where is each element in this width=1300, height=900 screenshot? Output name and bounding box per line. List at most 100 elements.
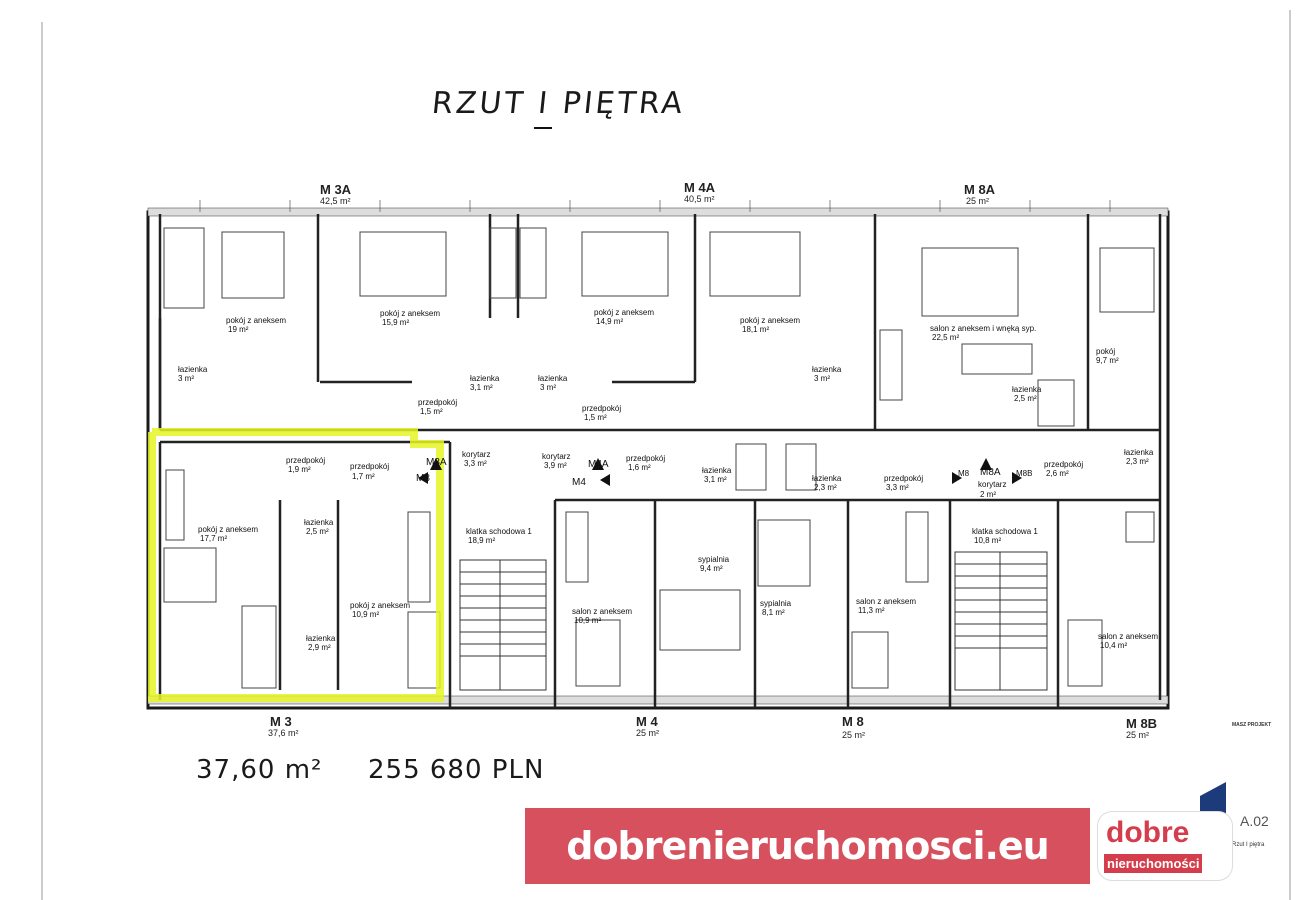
drawing-title-block: MASZ PROJEKT Rzut I piętra A.02 [1232,722,1290,882]
room-label: przedpokój [582,404,622,413]
room-area: 2,3 m² [814,483,837,492]
room-area: 1,6 m² [628,463,651,472]
room-area: 17,7 m² [200,534,228,543]
room-label: korytarz [542,452,571,461]
room-area: 2,9 m² [308,643,331,652]
room-label: łazienka [1012,385,1042,394]
room-label: łazienka [812,474,842,483]
room-label: klatka schodowa 1 [466,527,532,536]
entry-mark-m3: M3 [416,473,430,484]
unit-label-m8b: M 8B [1126,716,1158,731]
room-area: 3 m² [540,383,556,392]
room-label: salon z aneksem [856,597,917,606]
room-area: 2 m² [980,490,996,499]
room-area: 1,9 m² [288,465,311,474]
staircase-2 [954,551,1048,691]
room-label: przedpokój [350,462,390,471]
room-label: pokój z aneksem [198,525,259,534]
banner-url: dobrenieruchomosci.eu [566,824,1049,868]
room-label: przedpokój [884,474,924,483]
room-label: łazienka [178,365,208,374]
unit-label-m4: M 4 [636,714,658,729]
unit-area-m8a: 25 m² [966,196,990,206]
room-label: korytarz [462,450,491,459]
room-area: 2,6 m² [1046,469,1069,478]
room-area: 9,4 m² [700,564,723,573]
room-label: przedpokój [418,398,458,407]
interior-walls [158,214,1162,708]
room-area: 3,1 m² [704,475,727,484]
entry-mark-m8: M8 [958,469,970,478]
entry-mark-m4a: M4A [588,459,609,470]
unit-area-m8: 25 m² [842,730,866,740]
room-area: 1,5 m² [584,413,607,422]
room-label: sypialnia [760,599,792,608]
room-area: 2,5 m² [306,527,329,536]
room-label: klatka schodowa 1 [972,527,1038,536]
room-area: 14,9 m² [596,317,624,326]
room-label: salon z aneksem [572,607,633,616]
room-label: łazienka [306,634,336,643]
staircase-1 [459,559,547,691]
room-area: 10,4 m² [1100,641,1128,650]
unit-label-m8: M 8 [842,714,864,729]
entry-mark-m8b: M8B [1016,469,1033,478]
room-area: 10,8 m² [974,536,1002,545]
unit-label-m4a: M 4A [684,180,716,195]
room-area: 3,9 m² [544,461,567,470]
room-label: łazienka [702,466,732,475]
unit-area-m3: 37,6 m² [268,728,299,738]
room-label: salon z aneksem i wnęką syp. [930,324,1037,333]
title-block-sheet: A.02 [1240,813,1269,829]
room-label: łazienka [1124,448,1154,457]
agency-logo: dobre nieruchomości [1090,782,1240,887]
room-label: pokój z aneksem [380,309,441,318]
room-label: pokój z aneksem [226,316,287,325]
room-area: 22,5 m² [932,333,960,342]
title-block-office: MASZ PROJEKT [1232,722,1272,728]
room-area: 1,7 m² [352,472,375,481]
room-label: pokój z aneksem [740,316,801,325]
room-label: przedpokój [1044,460,1084,469]
room-area: 3 m² [814,374,830,383]
room-label: pokój [1096,347,1116,356]
room-label: przedpokój [286,456,326,465]
logo-word-nieruchomosci: nieruchomości [1104,854,1203,873]
room-label: pokój z aneksem [350,601,411,610]
room-label: łazienka [304,518,334,527]
room-area: 18,9 m² [468,536,496,545]
logo-word-dobre: dobre [1106,816,1190,849]
entry-mark-m3a: M3A [426,457,447,468]
room-area: 2,3 m² [1126,457,1149,466]
room-area: 19 m² [228,325,249,334]
room-area: 3,1 m² [470,383,493,392]
unit-area-m3a: 42,5 m² [320,196,351,206]
room-area: 10,9 m² [574,616,602,625]
room-label: przedpokój [626,454,666,463]
room-label: łazienka [538,374,568,383]
unit-label-m3: M 3 [270,714,292,729]
room-label: salon z aneksem [1098,632,1159,641]
room-area: 3,3 m² [464,459,487,468]
handwritten-area: 37,60 m² [196,755,323,785]
entry-arrows [418,458,1022,486]
room-area: 15,9 m² [382,318,410,327]
room-area: 9,7 m² [1096,356,1119,365]
entry-mark-m4: M4 [572,477,586,488]
room-label: pokój z aneksem [594,308,655,317]
unit-label-m3a: M 3A [320,182,352,197]
highlight-outline-m3 [148,428,444,702]
unit-label-m8a: M 8A [964,182,996,197]
room-label: łazienka [470,374,500,383]
room-area: 3 m² [178,374,194,383]
drawing-title: RZUT I PIĘTRA [430,86,687,121]
entry-mark-m8a: M8A [980,467,1001,478]
room-label: korytarz [978,480,1007,489]
title-block-drawing: Rzut I piętra [1232,842,1265,848]
room-area: 18,1 m² [742,325,770,334]
unit-area-m4a: 40,5 m² [684,194,715,204]
room-area: 3,3 m² [886,483,909,492]
room-area: 2,5 m² [1014,394,1037,403]
unit-area-m4: 25 m² [636,728,660,738]
